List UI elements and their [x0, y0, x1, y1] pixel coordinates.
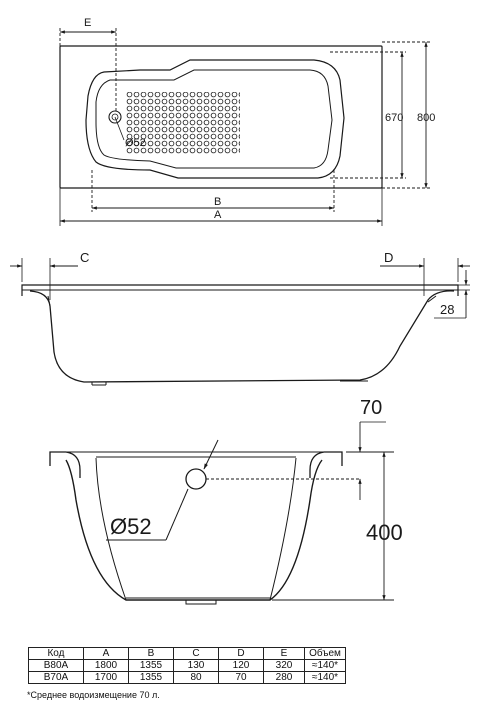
spec-header-b: B	[128, 647, 174, 660]
end-view: Ø52 70 400	[49, 397, 403, 605]
plan-label-a: A	[214, 209, 222, 221]
side-label-c: C	[80, 250, 89, 265]
plan-outer-width-label: 800	[417, 112, 435, 124]
spec-header-a: A	[83, 647, 129, 660]
plan-outer-rim	[59, 45, 383, 189]
plan-label-b: B	[214, 196, 221, 208]
side-tub-body	[29, 290, 455, 383]
side-rim-height-label: 28	[440, 302, 454, 317]
table-cell: ≈140*	[304, 659, 346, 672]
spec-table: Код A B C D E Объем B80A 1800 1355 130 1…	[28, 647, 346, 684]
end-drain-diameter-label: Ø52	[110, 514, 152, 539]
footnote: *Среднее водоизмещение 70 л.	[27, 690, 160, 700]
plan-drain-diameter-label: Ø52	[125, 137, 146, 149]
table-cell: 1355	[128, 671, 174, 684]
plan-drain-hole	[108, 110, 122, 124]
spec-header-e: E	[263, 647, 305, 660]
table-row: B70A 1700 1355 80 70 280 ≈140*	[28, 671, 346, 684]
table-cell: 120	[218, 659, 264, 672]
plan-view: Ø52 E B A 670 800	[59, 17, 435, 226]
spec-header-d: D	[218, 647, 264, 660]
plan-basin-inner	[95, 69, 333, 169]
end-shell-outer	[65, 459, 323, 601]
table-cell: 80	[173, 671, 219, 684]
end-drain-offset-label: 70	[360, 397, 382, 419]
table-row: B80A 1800 1355 130 120 320 ≈140*	[28, 659, 346, 672]
table-cell: 1355	[128, 659, 174, 672]
table-cell: 1700	[83, 671, 129, 684]
plan-label-e: E	[84, 17, 91, 29]
side-label-d: D	[384, 250, 393, 265]
spec-header-code: Код	[28, 647, 84, 660]
end-drain-hole	[185, 468, 207, 490]
spec-table-header-row: Код A B C D E Объем	[28, 647, 346, 660]
table-cell: B80A	[28, 659, 84, 672]
table-cell: 320	[263, 659, 305, 672]
table-cell: 1800	[83, 659, 129, 672]
plan-basin-outer	[85, 59, 345, 179]
table-cell: 70	[218, 671, 264, 684]
end-depth-label: 400	[366, 520, 403, 545]
end-rim-left	[49, 451, 81, 478]
table-cell: 130	[173, 659, 219, 672]
plan-inner-width-label: 670	[385, 112, 403, 124]
table-cell: B70A	[28, 671, 84, 684]
table-cell: ≈140*	[304, 671, 346, 684]
spec-header-c: C	[173, 647, 219, 660]
side-view: C D 28	[10, 250, 470, 386]
anti-slip-grip-pattern	[126, 92, 240, 154]
table-cell: 280	[263, 671, 305, 684]
spec-header-volume: Объем	[304, 647, 346, 660]
